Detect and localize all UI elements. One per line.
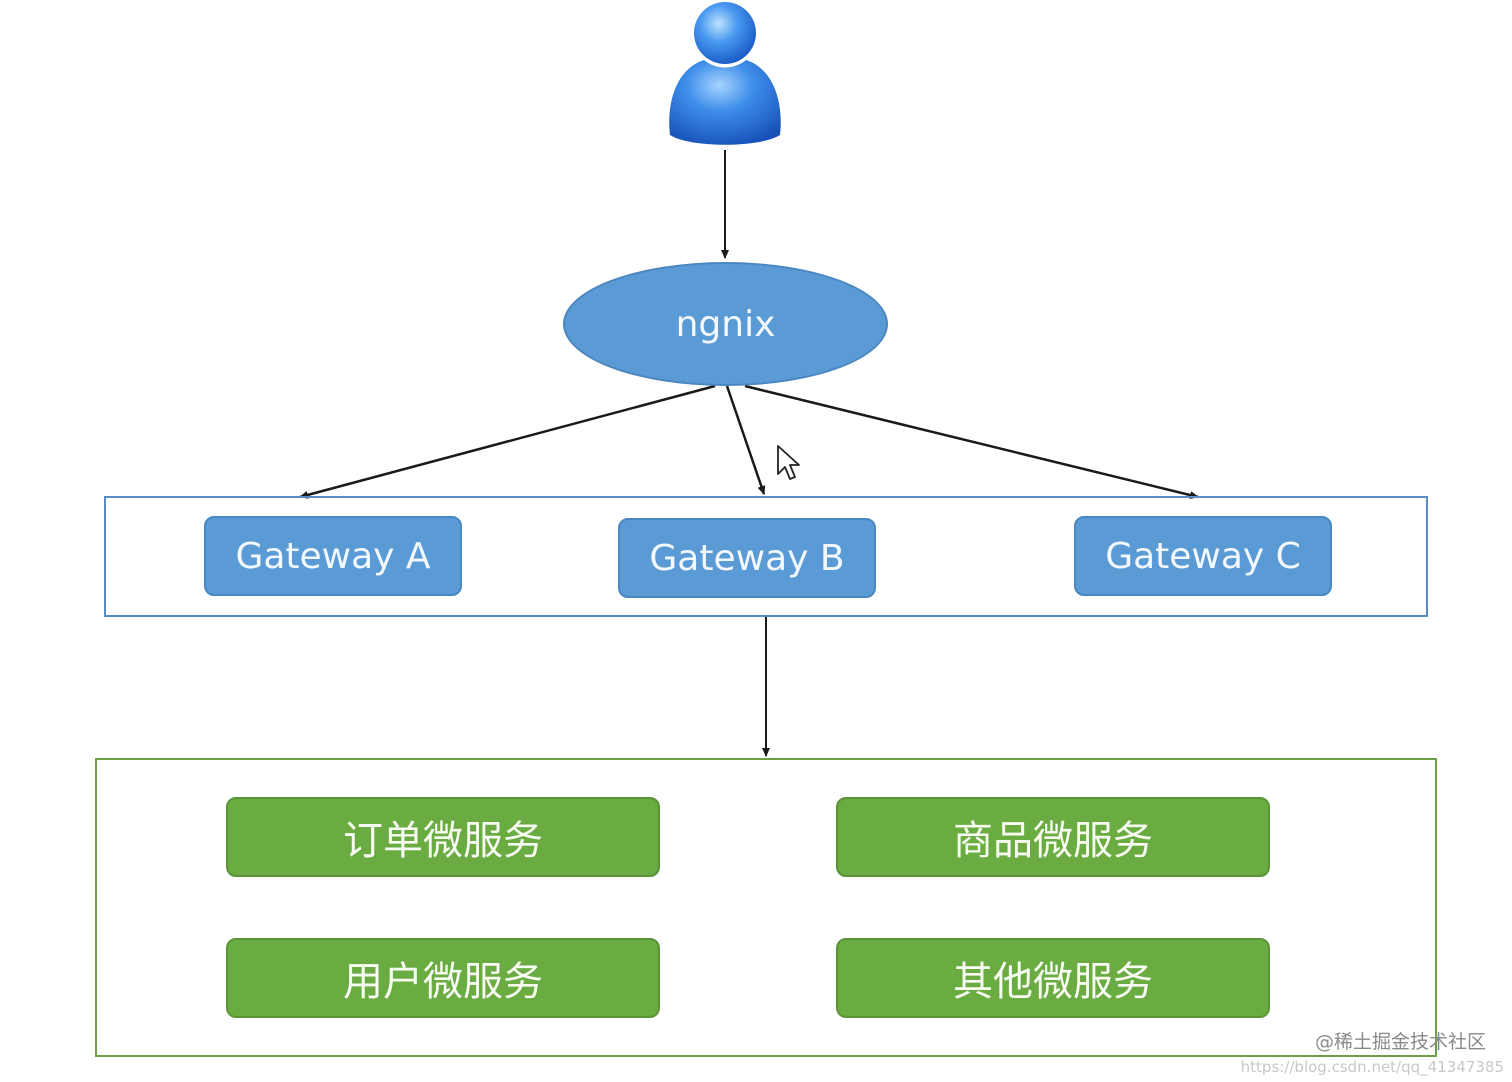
edge-ngnix-to-gateway-a: [299, 384, 716, 499]
order-service-label: 订单微服务: [343, 818, 543, 864]
goods-service-node: 商品微服务: [836, 797, 1270, 877]
ngnix-label: ngnix: [675, 303, 776, 345]
other-service-label: 其他微服务: [953, 959, 1153, 1005]
mouse-pointer-icon: [777, 445, 800, 480]
user-service-node: 用户微服务: [226, 938, 660, 1018]
watermark-url: https://blog.csdn.net/qq_41347385: [1240, 1058, 1504, 1076]
edge-ngnix-to-gateway-b: [725, 385, 766, 495]
ngnix-node: ngnix: [563, 262, 888, 386]
gateway-c-label: Gateway C: [1105, 535, 1301, 577]
gateway-b-label: Gateway B: [649, 537, 845, 579]
edge-ngnix-to-gateway-c: [744, 384, 1199, 499]
order-service-node: 订单微服务: [226, 797, 660, 877]
gateway-a-node: Gateway A: [204, 516, 462, 596]
other-service-node: 其他微服务: [836, 938, 1270, 1018]
gateway-b-node: Gateway B: [618, 518, 876, 598]
gateway-a-label: Gateway A: [235, 535, 431, 577]
microservices-box: [95, 758, 1437, 1057]
gateway-c-node: Gateway C: [1074, 516, 1332, 596]
user-service-label: 用户微服务: [343, 959, 543, 1005]
watermark-text: @稀土掘金技术社区: [1314, 1031, 1486, 1053]
gateway-cluster-box: [104, 496, 1428, 617]
goods-service-label: 商品微服务: [953, 818, 1153, 864]
user-icon: [669, 2, 781, 145]
